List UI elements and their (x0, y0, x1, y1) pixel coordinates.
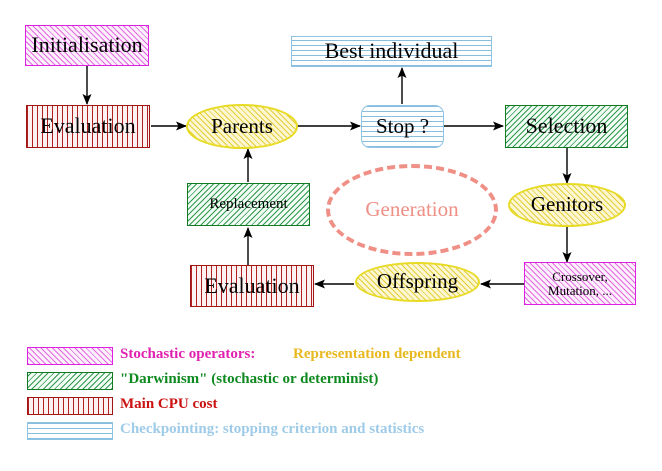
legend-label-checkpointing: Checkpointing: stopping criterion and st… (120, 421, 425, 437)
node-generation-annotation: Generation (326, 164, 498, 256)
legend-swatch-darwinism (27, 372, 113, 390)
legend-swatch-stochastic-operators (27, 347, 113, 365)
node-parents[interactable]: Parents (186, 104, 298, 149)
legend-swatch-checkpointing (27, 422, 113, 440)
legend-label-main-cpu-cost: Main CPU cost (120, 396, 218, 412)
node-initialisation[interactable]: Initialisation (25, 25, 149, 66)
node-genitors[interactable]: Genitors (508, 183, 626, 227)
legend-label-darwinism: "Darwinism" (stochastic or determinist) (120, 371, 379, 387)
node-offspring[interactable]: Offspring (355, 262, 480, 302)
node-evaluation-top[interactable]: Evaluation (26, 105, 150, 148)
node-replacement[interactable]: Replacement (187, 183, 310, 226)
node-selection[interactable]: Selection (505, 105, 628, 148)
node-crossover-mutation[interactable]: Crossover, Mutation, ... (524, 262, 636, 305)
legend-swatch-main-cpu-cost (27, 397, 113, 415)
legend-label-representation-dependent: Representation dependent (293, 346, 461, 362)
node-evaluation-bottom[interactable]: Evaluation (190, 265, 314, 307)
node-best-individual[interactable]: Best individual (291, 36, 492, 67)
node-stop[interactable]: Stop ? (361, 105, 444, 148)
legend-label-stochastic-operators: Stochastic operators: (120, 346, 256, 362)
